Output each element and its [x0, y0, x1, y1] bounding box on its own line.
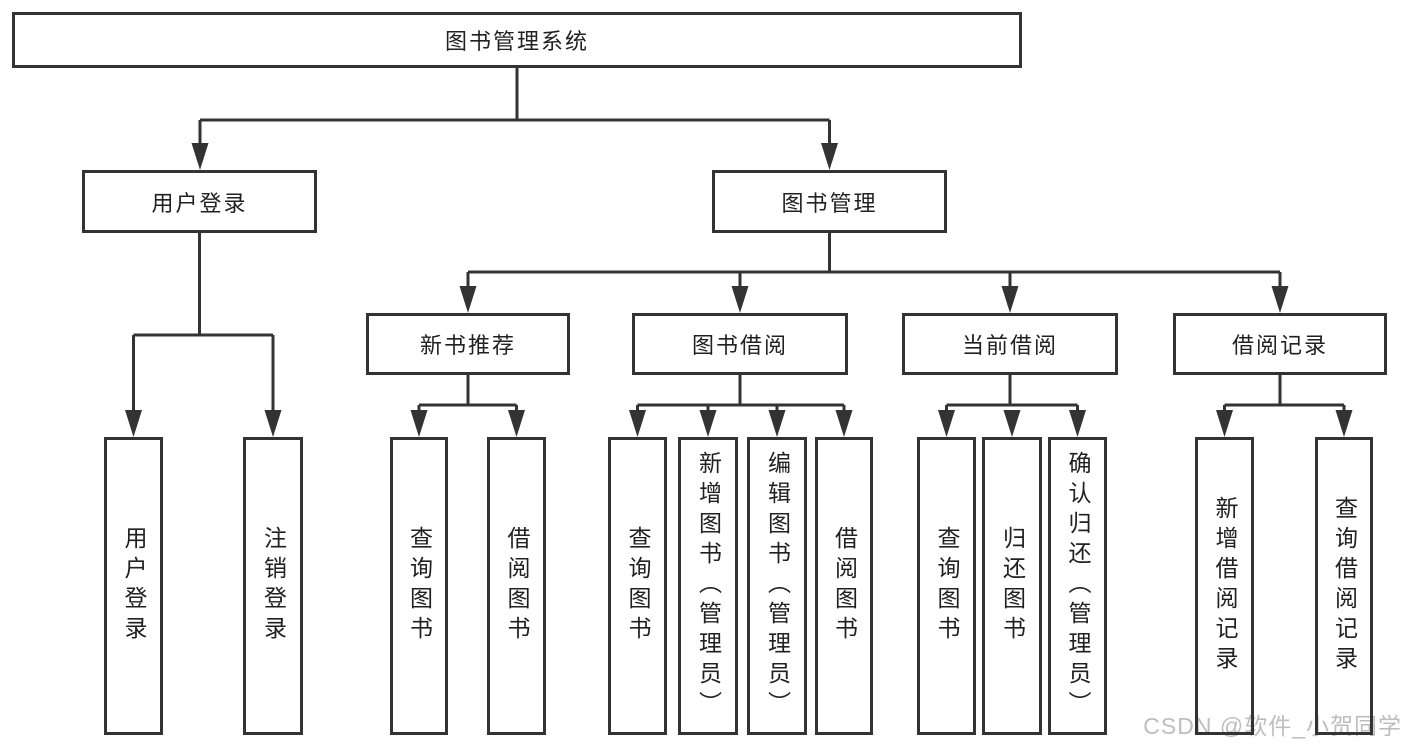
arrow-down-icon — [699, 410, 717, 437]
leaf-add-borrow-record: 新增借阅记录 — [1195, 437, 1254, 735]
leaf-borrow-books: 借阅图书 — [815, 437, 873, 735]
leaf-edit-books-admin: 编辑图书（管理员） — [747, 437, 807, 735]
arrow-down-icon — [1001, 286, 1019, 313]
arrow-down-icon — [731, 286, 749, 313]
leaf-confirm-return-admin: 确认归还（管理员） — [1048, 437, 1107, 735]
leaf-query-books: 查询图书 — [390, 437, 448, 735]
node-library-management-system: 图书管理系统 — [12, 12, 1022, 68]
arrow-down-icon — [508, 410, 525, 437]
node-borrowing-records: 借阅记录 — [1173, 313, 1387, 375]
node-user-login: 用户登录 — [82, 170, 317, 233]
node-book-borrowing: 图书借阅 — [632, 313, 848, 375]
arrow-down-icon — [410, 410, 428, 437]
arrow-down-icon — [938, 410, 955, 437]
arrow-down-icon — [1216, 410, 1233, 437]
node-new-book-recommendation: 新书推荐 — [366, 313, 570, 375]
leaf-logout: 注销登录 — [243, 437, 303, 735]
leaf-user-login: 用户登录 — [104, 437, 163, 735]
arrow-down-icon — [264, 410, 282, 437]
leaf-return-books: 归还图书 — [982, 437, 1042, 735]
arrow-down-icon — [1069, 410, 1086, 437]
arrow-down-icon — [821, 143, 838, 170]
arrow-down-icon — [629, 410, 646, 437]
arrow-down-icon — [835, 410, 853, 437]
arrow-down-icon — [459, 286, 477, 313]
arrow-down-icon — [1335, 410, 1353, 437]
node-book-management: 图书管理 — [712, 170, 947, 233]
leaf-query-books: 查询图书 — [608, 437, 667, 735]
arrow-down-icon — [125, 410, 142, 437]
leaf-borrow-books: 借阅图书 — [487, 437, 546, 735]
leaf-query-books: 查询图书 — [917, 437, 976, 735]
arrow-down-icon — [191, 143, 209, 170]
leaf-query-borrow-record: 查询借阅记录 — [1315, 437, 1373, 735]
arrow-down-icon — [1271, 286, 1289, 313]
node-current-borrowing: 当前借阅 — [902, 313, 1118, 375]
arrow-down-icon — [768, 410, 786, 437]
leaf-add-books-admin: 新增图书（管理员） — [678, 437, 738, 735]
arrow-down-icon — [1003, 410, 1021, 437]
